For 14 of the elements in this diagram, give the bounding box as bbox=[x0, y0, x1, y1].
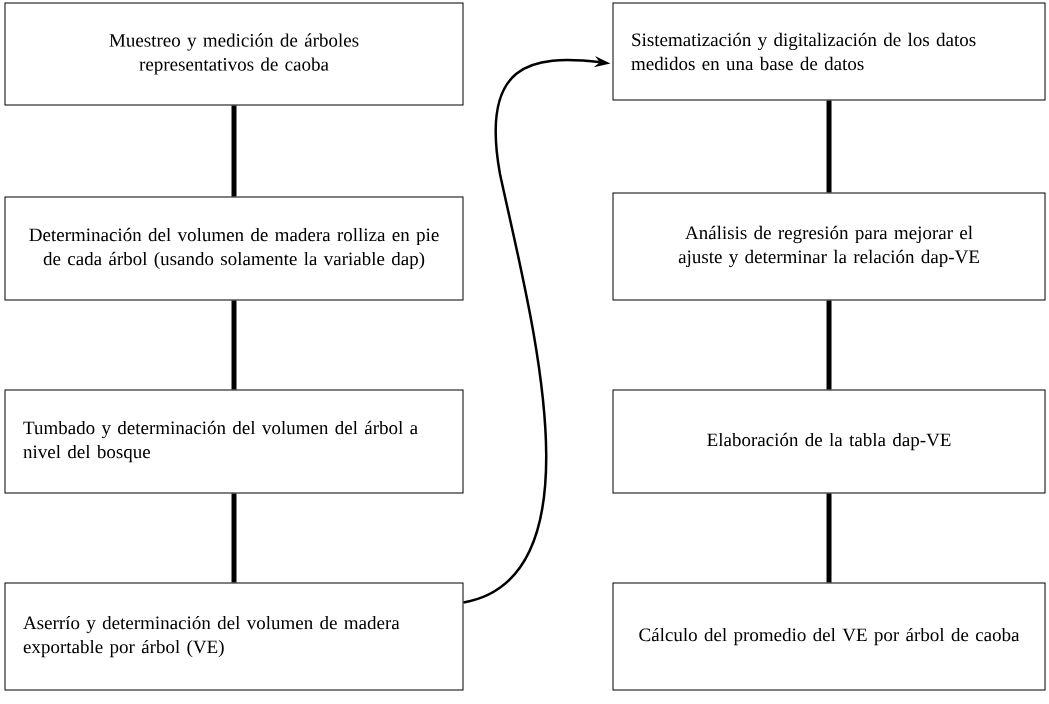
process-box: Elaboración de la tabla dap-VE bbox=[612, 389, 1046, 494]
connector bbox=[826, 300, 832, 390]
connector bbox=[826, 493, 832, 583]
process-box: Cálculo del promedio del VE por árbol de caoba bbox=[612, 582, 1046, 691]
process-box: Aserrío y determinación del volumen de madera exportable por árbol (VE) bbox=[4, 582, 464, 691]
process-box: Determinación del volumen de madera rolliza en pie de cada árbol (usando solamente la variable dap) bbox=[4, 196, 464, 301]
connector bbox=[826, 100, 832, 193]
process-box: Tumbado y determinación del volumen del árbol a nivel del bosque bbox=[4, 389, 464, 494]
process-box: Muestreo y medición de árboles representativos de caoba bbox=[4, 2, 464, 106]
connector bbox=[231, 493, 237, 583]
process-box: Sistematización y digitalización de los datos medidos en una base de datos bbox=[612, 2, 1046, 101]
connector bbox=[231, 300, 237, 390]
process-box: Análisis de regresión para mejorar el ajuste y determinar la relación dap-VE bbox=[612, 192, 1046, 301]
connector bbox=[231, 105, 237, 197]
